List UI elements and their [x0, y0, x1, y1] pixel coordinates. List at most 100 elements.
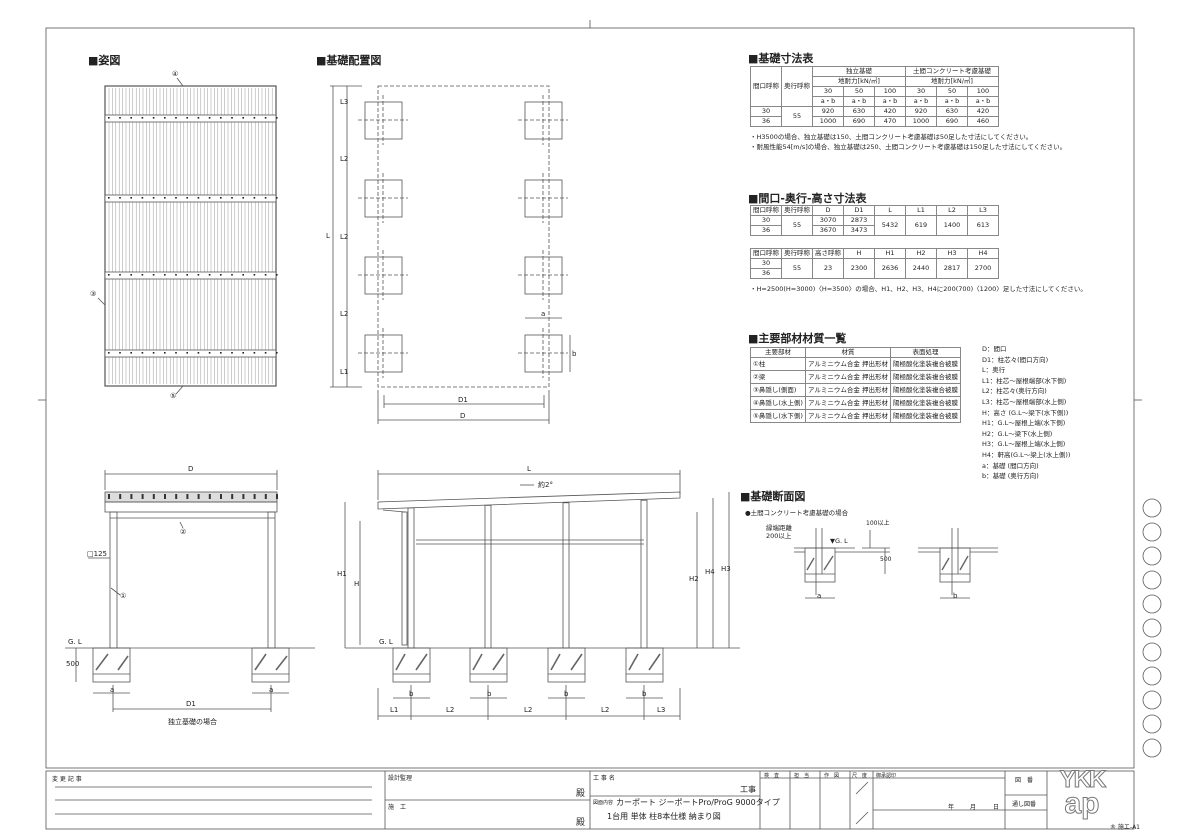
cell: 420	[967, 106, 999, 117]
over-100-label: 100以上	[866, 520, 890, 527]
header: H3	[936, 248, 968, 259]
dim-b: b	[953, 592, 958, 600]
honorific: 殿	[576, 818, 586, 828]
callout-4: ④	[172, 70, 179, 78]
cell: 2440	[905, 258, 937, 279]
roof-bolt	[164, 494, 166, 499]
beam-bolt	[242, 274, 244, 276]
title-block-lines	[45, 770, 1135, 830]
header: H2	[905, 248, 937, 259]
legend-item: H：高さ (G.L～梁下(水下側))	[982, 408, 1069, 417]
foundation	[392, 647, 431, 683]
cell: 30	[750, 106, 782, 117]
post	[484, 504, 492, 649]
beam-bolt	[119, 117, 121, 119]
year-label: 年	[948, 804, 955, 811]
section-title: ■基礎断面図	[740, 490, 806, 503]
beam-bolt	[119, 197, 121, 199]
cell: 55	[781, 215, 813, 236]
post-size-label: □125	[87, 550, 107, 558]
header: L2	[936, 205, 968, 216]
beam-bolt	[175, 117, 177, 119]
foundation-pad	[364, 101, 403, 140]
cell: 陽極酸化塗装複合被膜	[890, 409, 962, 423]
header: L1	[905, 205, 937, 216]
post	[640, 499, 648, 649]
beam-bolt	[253, 197, 256, 199]
dim-H3: H3	[721, 565, 731, 573]
roof-bolt	[208, 494, 211, 499]
dim-D1: D1	[458, 396, 468, 404]
cell: 3070	[812, 215, 844, 226]
beam-bolt	[264, 117, 267, 119]
foundation	[469, 647, 508, 683]
legend-item: a：基礎 (間口方向)	[982, 461, 1039, 470]
legend-item: H2：G.L～梁下(水上側)	[982, 429, 1053, 438]
beam-bolt	[242, 117, 244, 119]
beam-bolt	[186, 274, 188, 276]
hatch	[628, 653, 639, 671]
sheet-number: ® 施エ-A1	[1110, 824, 1140, 831]
roof-bolt	[276, 494, 278, 499]
scale-label: 尺 度	[852, 773, 868, 779]
cell: 55	[781, 106, 813, 127]
beam-bolt	[242, 197, 244, 199]
roof-bolt	[220, 494, 222, 499]
approval-label: 御承認印	[876, 773, 897, 779]
cell: 920	[812, 106, 844, 117]
cell: 2873	[843, 215, 875, 226]
cell: アルミニウム合金 押出形材	[804, 357, 892, 371]
revision-circles	[1142, 498, 1162, 758]
legend-item: H3：G.L～屋根上端(水上側)	[982, 440, 1066, 449]
header: L	[874, 205, 906, 216]
foundation-section-b	[918, 528, 998, 599]
dim-a: a	[269, 686, 274, 694]
edge-distance-value: 200以上	[766, 532, 792, 540]
header: 間口呼称	[750, 248, 782, 259]
header: 間口呼称	[750, 205, 782, 216]
header: 奥行呼称	[781, 205, 813, 216]
draft-label: 作 図	[824, 773, 840, 779]
beam-bolt	[119, 274, 121, 276]
legend-item: b：基礎 (奥行方向)	[982, 472, 1039, 481]
hatch	[395, 653, 406, 671]
callout-5: ⑤	[170, 392, 177, 400]
ab-label: a・b	[905, 96, 937, 107]
table-row: ③鼻隠し(側面)アルミニウム合金 押出形材陽極酸化塗装複合被膜	[750, 383, 962, 397]
foundation-pad	[364, 179, 403, 218]
beam-bolt	[141, 197, 144, 199]
beam-bolt	[208, 352, 211, 354]
month-label: 月	[970, 804, 977, 811]
legend-item: D1：柱芯々(間口方向)	[982, 355, 1049, 364]
project-name-label: 工 事 名	[593, 775, 615, 782]
cell: 36	[750, 268, 782, 279]
beam-bolt	[175, 352, 177, 354]
header-earth-concrete: 土間コンクリート考慮基礎	[905, 66, 999, 77]
beam-bolt	[231, 352, 233, 354]
header: 表面処理	[890, 347, 962, 358]
dim-L2: L2	[340, 310, 349, 318]
cell: 2300	[843, 258, 875, 279]
slope-label: 約2°	[538, 481, 553, 489]
legend-item: L2：柱芯々(奥行方向)	[982, 387, 1047, 396]
construction-label: 施 工	[388, 804, 407, 811]
callout-2: ②	[180, 528, 187, 536]
cell: 619	[905, 215, 937, 236]
beam-bolt	[108, 352, 110, 354]
header-bearing: 地耐力[kN/㎡]	[905, 76, 999, 87]
foundation-layout	[330, 85, 571, 424]
cell: 陽極酸化塗装複合被膜	[890, 396, 962, 410]
cell: 陽極酸化塗装複合被膜	[890, 383, 962, 397]
beam-bolt	[197, 117, 200, 119]
dim-a: a	[541, 310, 546, 318]
cell: 470	[874, 116, 906, 127]
header: 材質	[804, 347, 892, 358]
dim-L2: L2	[446, 706, 455, 714]
front-elevation	[65, 470, 315, 712]
beam-bolt	[264, 352, 267, 354]
